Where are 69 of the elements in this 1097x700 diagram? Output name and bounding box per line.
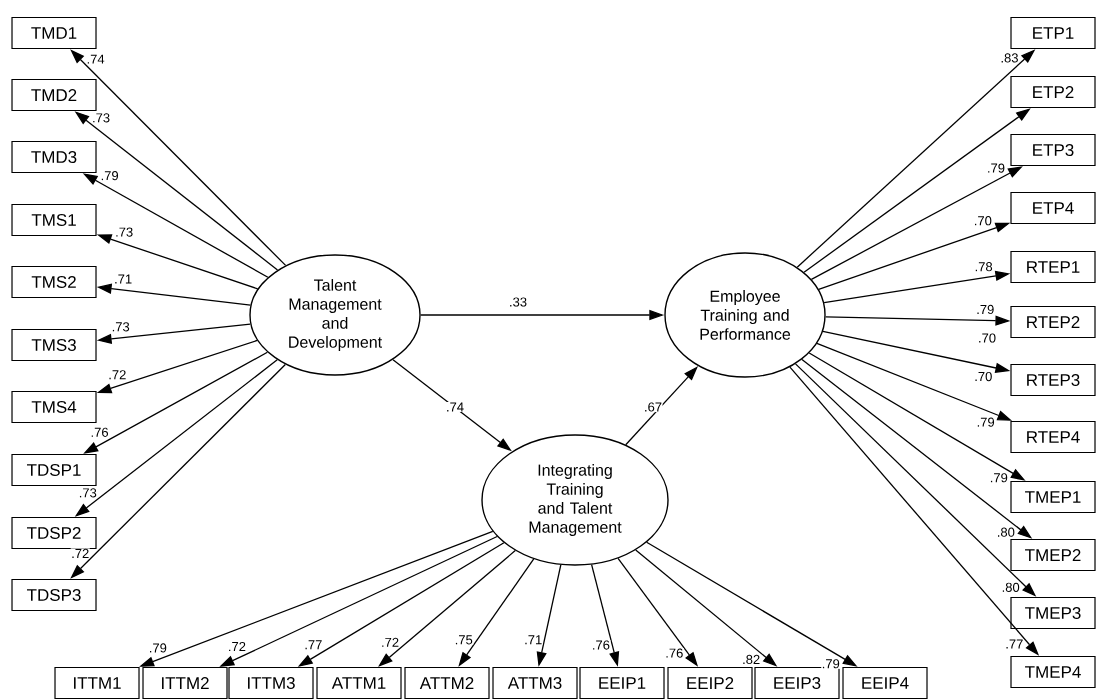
indicator-box: ITTM3 (228, 666, 314, 700)
edge-label: .83 (999, 52, 1019, 64)
indicator-box: RTEP2 (1010, 305, 1096, 339)
edge-label: .70 (973, 371, 993, 382)
edge-label: .76 (591, 639, 611, 651)
indicator-box: TMD2 (11, 78, 97, 112)
indicator-box: ETP1 (1010, 16, 1096, 50)
indicator-box: RTEP4 (1010, 420, 1096, 454)
indicator-box: TDSP1 (11, 453, 97, 487)
indicator-box: TMS4 (11, 390, 97, 424)
indicator-box: TMEP4 (1010, 655, 1096, 689)
edge-label: .70 (973, 215, 993, 226)
edge-label: .76 (90, 427, 110, 438)
indicator-box: ETP2 (1010, 75, 1096, 109)
edge-label: .80 (996, 527, 1016, 538)
indicator-box: EEIP1 (579, 666, 665, 700)
edge-label: .79 (989, 472, 1009, 483)
indicator-box: ATTM3 (492, 666, 578, 700)
indicator-box: ETP4 (1010, 191, 1096, 225)
indicator-box: TMD1 (11, 16, 97, 50)
arrow (70, 49, 287, 267)
indicator-box: TMEP3 (1010, 596, 1096, 630)
edge-label: .72 (380, 637, 400, 648)
indicator-box: ITTM2 (142, 666, 228, 700)
edge-label: .79 (976, 417, 996, 428)
indicator-box: TMS1 (11, 203, 97, 237)
indicator-box: TDSP2 (11, 516, 97, 550)
indicator-box: TMS3 (11, 328, 97, 362)
indicator-box: RTEP1 (1010, 250, 1096, 284)
edge-label: .79 (821, 658, 841, 669)
edge-label: .73 (111, 321, 131, 332)
arrow (70, 363, 286, 579)
edge-label: .74 (445, 402, 465, 412)
edge-label: .80 (1001, 582, 1021, 593)
indicator-box: ETP3 (1010, 133, 1096, 167)
indicator-box: ATTM2 (404, 666, 490, 700)
indicator-box: EEIP2 (667, 666, 753, 700)
coefficient-label: .70 (977, 332, 997, 344)
edge-label: .79 (975, 304, 995, 315)
edge-label: .79 (148, 642, 168, 654)
indicator-box: ITTM1 (54, 666, 140, 700)
edge-label: .74 (86, 54, 106, 65)
edge-label: .76 (664, 648, 684, 659)
edge-label: .71 (113, 274, 133, 284)
edge-label: .82 (741, 654, 761, 665)
indicator-box: TDSP3 (11, 578, 97, 612)
edge-label: .73 (78, 487, 98, 498)
edge-label: .77 (1004, 639, 1024, 649)
edge-label: .75 (454, 634, 474, 645)
edge-label: .78 (974, 261, 994, 272)
edge-label: .79 (986, 162, 1006, 174)
indicator-box: ATTM1 (316, 666, 402, 700)
edge-label: .79 (100, 170, 120, 181)
indicator-box: TMS2 (11, 265, 97, 299)
indicator-box: TMEP2 (1010, 538, 1096, 572)
edge-label: .77 (303, 639, 323, 650)
edge-label: .33 (508, 296, 528, 308)
indicator-box: EEIP4 (842, 666, 928, 700)
edge-label: .72 (70, 548, 90, 559)
indicator-box: RTEP3 (1010, 363, 1096, 397)
indicator-box: TMEP1 (1010, 480, 1096, 514)
edge-label: .73 (91, 112, 111, 123)
edge-label: .72 (107, 369, 127, 380)
edge-label: .67 (643, 401, 663, 413)
arrow (378, 549, 516, 667)
edge-label: .72 (227, 641, 247, 652)
indicator-box: TMD3 (11, 140, 97, 174)
edge-label: .71 (523, 634, 543, 645)
edge-label: .73 (114, 227, 134, 238)
